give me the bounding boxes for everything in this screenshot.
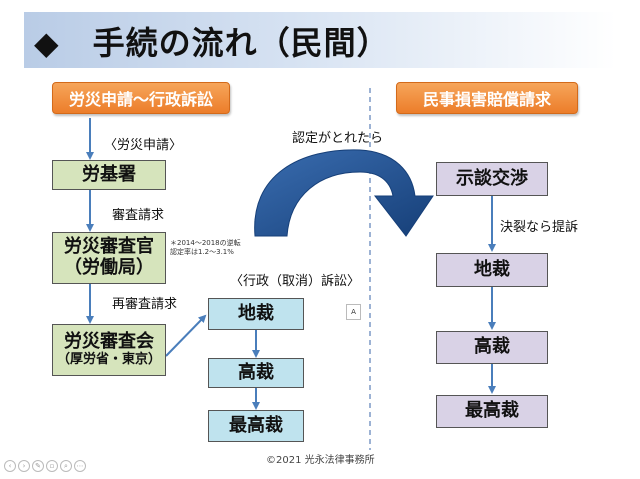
box-shinsakai-line2: （厚労省・東京） xyxy=(56,351,161,367)
label-shinsa-seikyu: 審査請求 xyxy=(112,208,165,223)
page-title: ◆ 手続の流れ（民間） xyxy=(34,24,390,62)
slide-nav-controls[interactable]: ‹ › ✎ ▫ ⌕ ⋯ xyxy=(4,460,86,472)
box-roukisho: 労基署 xyxy=(52,160,166,190)
title-bar xyxy=(24,12,616,68)
small-marker: A xyxy=(346,304,361,320)
box-shinsakan-line2: （労働局） xyxy=(64,257,154,278)
box-right-kousai: 高裁 xyxy=(436,331,548,364)
label-sai-shinsa-seikyu: 再審査請求 xyxy=(112,297,178,312)
copyright: ©2021 光永法律事務所 xyxy=(266,455,375,466)
box-shinsakai-line1: 労災審査会 xyxy=(64,331,154,353)
label-gyosei-sosho: 〈行政（取消）訴訟〉 xyxy=(230,274,361,289)
more-icon[interactable]: ⋯ xyxy=(74,460,86,472)
box-shinsakan-line1: 労災審査官 xyxy=(64,236,154,258)
label-rousai-shinsei: 〈労災申請〉 xyxy=(104,138,183,153)
slides-icon[interactable]: ▫ xyxy=(46,460,58,472)
note-line2: 認定率は1.2～3.1% xyxy=(170,247,234,256)
box-left-kousai: 高裁 xyxy=(208,358,304,388)
box-left-saikousai: 最高裁 xyxy=(208,410,304,442)
label-nintei: 認定がとれたら xyxy=(292,131,384,146)
zoom-icon[interactable]: ⌕ xyxy=(60,460,72,472)
note-line1: ＊2014～2018の逆転 xyxy=(170,239,241,247)
box-left-chisai: 地裁 xyxy=(208,298,304,330)
left-header: 労災申請～行政訴訟 xyxy=(52,82,230,114)
box-right-saikousai: 最高裁 xyxy=(436,395,548,428)
box-shinsakai: 労災審査会 （厚労省・東京） xyxy=(52,324,166,376)
note-reversal-rate: ＊2014～2018の逆転 認定率は1.2～3.1% xyxy=(170,239,241,257)
arrow-shinsakai-to-chisai xyxy=(165,314,207,357)
curved-arrow xyxy=(254,149,434,237)
pen-icon[interactable]: ✎ xyxy=(32,460,44,472)
nav-prev-icon[interactable]: ‹ xyxy=(4,460,16,472)
box-shinsakan: 労災審査官 （労働局） xyxy=(52,232,166,284)
right-header: 民事損害賠償請求 xyxy=(396,82,578,114)
box-right-chisai: 地裁 xyxy=(436,253,548,287)
nav-next-icon[interactable]: › xyxy=(18,460,30,472)
label-ketsuretsu: 決裂なら提訴 xyxy=(500,220,579,235)
box-jidan: 示談交渉 xyxy=(436,162,548,196)
